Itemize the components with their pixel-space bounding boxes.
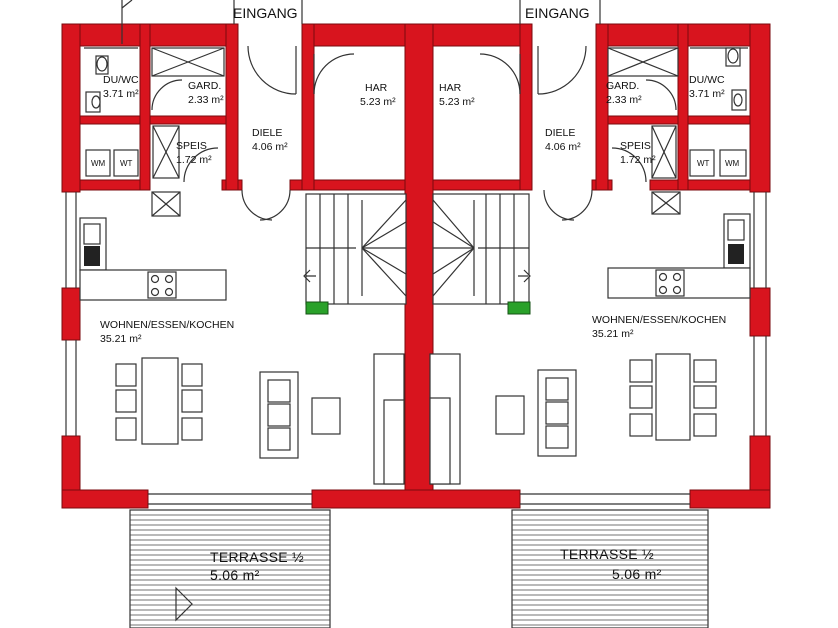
bathroom-fixtures-left: WM WT: [84, 47, 139, 177]
staircase-right: [432, 193, 531, 315]
windows: [65, 192, 767, 505]
room-area-terrasse: 5.06 m²: [612, 566, 662, 582]
labels-left: DU/WC 3.71 m² GARD. 2.33 m² SPEIS 1.72 m…: [100, 74, 396, 583]
room-area-duwc: 3.71 m²: [103, 88, 139, 100]
pantry-left: [152, 125, 219, 183]
pantry-right: [611, 125, 677, 183]
labels-right: DU/WC 3.71 m² GARD. 2.33 m² SPEIS 1.72 m…: [439, 74, 726, 582]
washing-machine-label: WM: [725, 159, 740, 168]
wardrobe-left: [151, 47, 225, 111]
kitchen-left: [79, 191, 227, 301]
room-area-diele: 4.06 m²: [252, 141, 288, 153]
sofa-left: [259, 353, 405, 485]
room-area-wohnen: 35.21 m²: [592, 328, 634, 340]
room-area-har: 5.23 m²: [360, 96, 396, 108]
room-name-gard: GARD.: [606, 80, 639, 92]
room-area-gard: 2.33 m²: [606, 94, 642, 106]
dryer-label: WT: [697, 159, 710, 168]
dining-set-right: [629, 353, 717, 441]
dining-set-left: [115, 357, 203, 445]
har-door-left: [313, 53, 355, 95]
entrance-right: EINGANG: [519, 0, 601, 95]
room-area-gard: 2.33 m²: [188, 94, 224, 106]
wardrobe-right: [607, 47, 679, 111]
room-name-diele: DIELE: [252, 127, 282, 139]
room-area-speis: 1.72 m²: [176, 154, 212, 166]
room-name-speis: SPEIS: [176, 140, 207, 152]
entrance-label: EINGANG: [525, 5, 590, 21]
room-name-speis: SPEIS: [620, 140, 651, 152]
terrace-right: [511, 509, 709, 628]
room-name-har: HAR: [439, 82, 462, 94]
room-name-duwc: DU/WC: [689, 74, 725, 86]
room-area-terrasse: 5.06 m²: [210, 567, 260, 583]
room-area-duwc: 3.71 m²: [689, 88, 725, 100]
diele-door-left: [241, 189, 273, 221]
sofa-right: [429, 353, 577, 485]
diele-door-right: [543, 189, 575, 221]
kitchen-right: [607, 191, 751, 299]
room-area-wohnen: 35.21 m²: [100, 333, 142, 345]
room-name-wohnen: WOHNEN/ESSEN/KOCHEN: [100, 319, 234, 331]
room-name-har: HAR: [365, 82, 388, 94]
room-name-diele: DIELE: [545, 127, 575, 139]
room-name-terrasse: TERRASSE ½: [210, 549, 304, 565]
walls: [61, 23, 771, 509]
har-door-right: [479, 53, 521, 95]
room-area-diele: 4.06 m²: [545, 141, 581, 153]
entrance-label: EINGANG: [233, 5, 298, 21]
dryer-label: WT: [120, 159, 133, 168]
washing-machine-label: WM: [91, 159, 106, 168]
north-arrow-icon: [121, 0, 133, 44]
room-name-gard: GARD.: [188, 80, 221, 92]
room-area-har: 5.23 m²: [439, 96, 475, 108]
bathroom-fixtures-right: WT WM: [689, 47, 748, 177]
room-name-duwc: DU/WC: [103, 74, 139, 86]
room-area-speis: 1.72 m²: [620, 154, 656, 166]
entrance-left: EINGANG: [233, 0, 303, 95]
room-name-terrasse: TERRASSE ½: [560, 546, 654, 562]
terrace-left: [129, 509, 331, 628]
room-name-wohnen: WOHNEN/ESSEN/KOCHEN: [592, 314, 726, 326]
staircase-left: [303, 193, 407, 315]
